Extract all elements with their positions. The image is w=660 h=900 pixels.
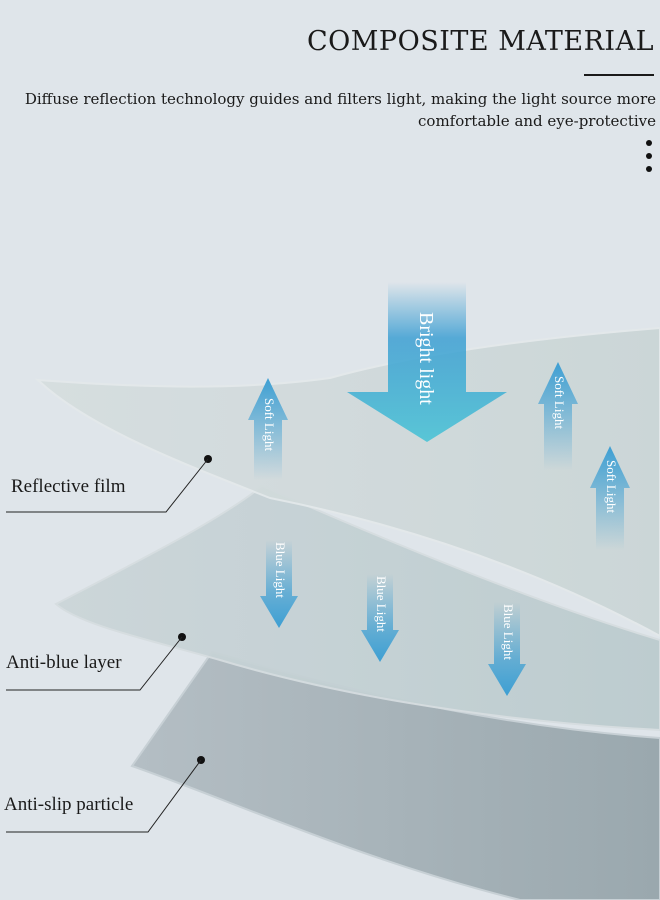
- leader-anti-blue: [6, 633, 186, 691]
- blue-light-arrow-1: Blue Light: [260, 540, 298, 628]
- soft-light-arrow-3: Soft Light: [590, 446, 630, 550]
- leader-reflective: [6, 455, 212, 513]
- description: Diffuse reflection technology guides and…: [0, 88, 656, 132]
- title-underline: [584, 74, 654, 76]
- page-title: COMPOSITE MATERIAL: [306, 26, 654, 57]
- blue-light-label-2: Blue Light: [374, 576, 389, 632]
- description-line-2: comfortable and eye-protective: [418, 112, 656, 130]
- leader-anti-slip: [6, 756, 205, 833]
- soft-light-arrow-2: Soft Light: [538, 362, 578, 470]
- soft-light-label-1: Soft Light: [262, 398, 277, 451]
- more-dots-icon: [646, 140, 654, 179]
- label-anti-blue-layer: Anti-blue layer: [6, 652, 122, 673]
- label-anti-slip-particle: Anti-slip particle: [4, 794, 134, 815]
- label-reflective-film: Reflective film: [11, 476, 126, 497]
- blue-light-label-1: Blue Light: [273, 542, 288, 598]
- blue-light-arrow-2: Blue Light: [361, 574, 399, 662]
- reflective-film-layer: [35, 326, 660, 638]
- soft-light-arrow-1: Soft Light: [248, 378, 288, 480]
- bright-light-arrow: Bright light: [347, 282, 507, 442]
- soft-light-label-3: Soft Light: [604, 460, 619, 513]
- description-line-1: Diffuse reflection technology guides and…: [24, 90, 656, 108]
- blue-light-label-3: Blue Light: [501, 604, 516, 660]
- blue-light-arrow-3: Blue Light: [488, 602, 526, 696]
- bright-light-label: Bright light: [415, 312, 437, 405]
- soft-light-label-2: Soft Light: [552, 376, 567, 429]
